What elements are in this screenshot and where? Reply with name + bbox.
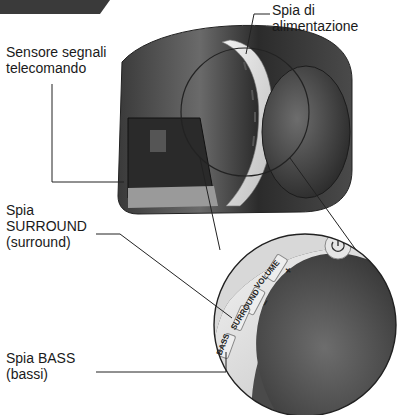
indicator-marks — [244, 62, 255, 146]
magnifier-circle — [214, 234, 396, 415]
dock-base — [128, 186, 218, 208]
part-label: Spia BASS (bassi) — [6, 350, 96, 382]
part-label: Spia SURROUND (surround) — [6, 202, 96, 250]
part-label: Spia di alimentazione — [272, 2, 392, 34]
speaker-body — [118, 25, 352, 214]
header-tab — [0, 0, 110, 14]
zoom-line — [200, 158, 220, 250]
zoom-circle — [181, 48, 309, 176]
magnified-panel — [200, 220, 401, 415]
part-label: Sensore segnali telecomando — [6, 44, 124, 76]
dock-connector — [150, 130, 166, 152]
